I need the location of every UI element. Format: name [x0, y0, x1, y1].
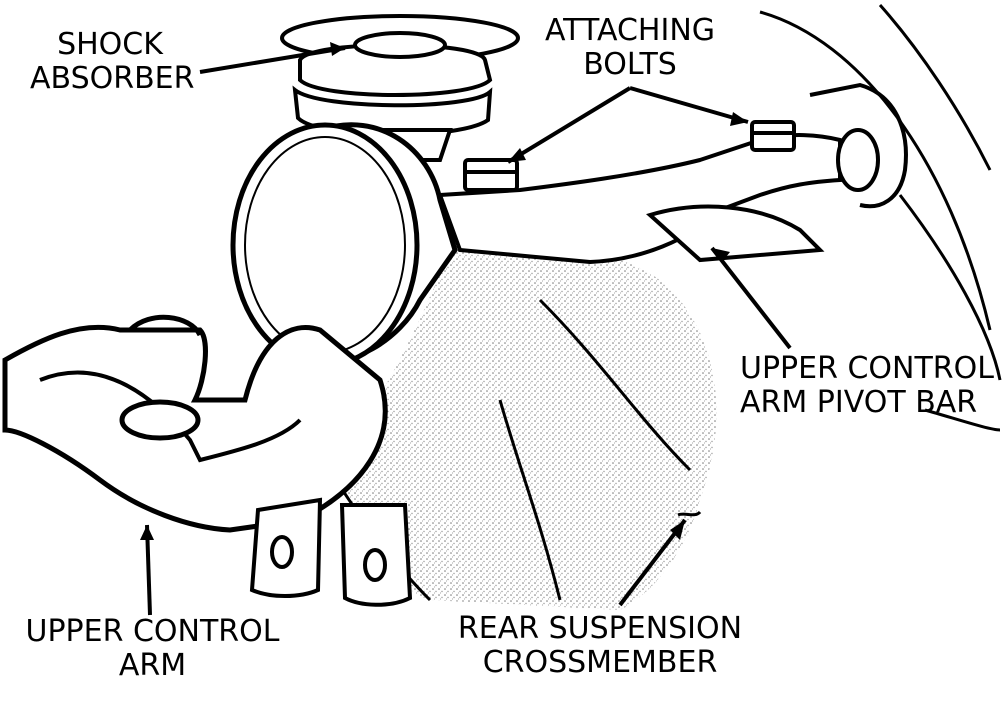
label-pivot-bar-line1: UPPER CONTROL [740, 351, 994, 386]
spring-seat-disc [230, 122, 458, 368]
label-shock-absorber-line2: ABSORBER [30, 61, 195, 96]
pivot-bar-shape [437, 82, 908, 265]
label-shock-absorber: SHOCK ABSORBER [30, 27, 195, 96]
label-pivot-bar-line2: ARM PIVOT BAR [740, 385, 978, 420]
mount-brackets [249, 497, 413, 607]
crossmember-shape [328, 233, 717, 610]
label-upper-control-arm: UPPER CONTROL ARM [25, 615, 280, 683]
label-attaching-bolts: ATTACHING BOLTS [540, 14, 720, 82]
crossmember-tick [677, 510, 702, 517]
bolt-right [750, 120, 796, 152]
label-shock-absorber-line1: SHOCK [57, 27, 163, 62]
label-upper-control-arm-line1: UPPER CONTROL [25, 614, 280, 649]
leader-arrowheads [140, 42, 748, 540]
label-attaching-bolts-line2: BOLTS [583, 47, 677, 82]
label-upper-control-arm-line2: ARM [118, 648, 187, 683]
label-crossmember-line1: REAR SUSPENSION [457, 611, 743, 646]
label-upper-control-arm-pivot-bar: UPPER CONTROL ARM PIVOT BAR [740, 352, 995, 420]
label-crossmember-line2: CROSSMEMBER [482, 645, 718, 680]
bolt-left [463, 158, 519, 192]
label-rear-suspension-crossmember: REAR SUSPENSION CROSSMEMBER [455, 612, 745, 680]
label-attaching-bolts-line1: ATTACHING [544, 13, 716, 48]
upper-control-arm-shape [2, 314, 388, 533]
leader-lines [145, 46, 792, 616]
